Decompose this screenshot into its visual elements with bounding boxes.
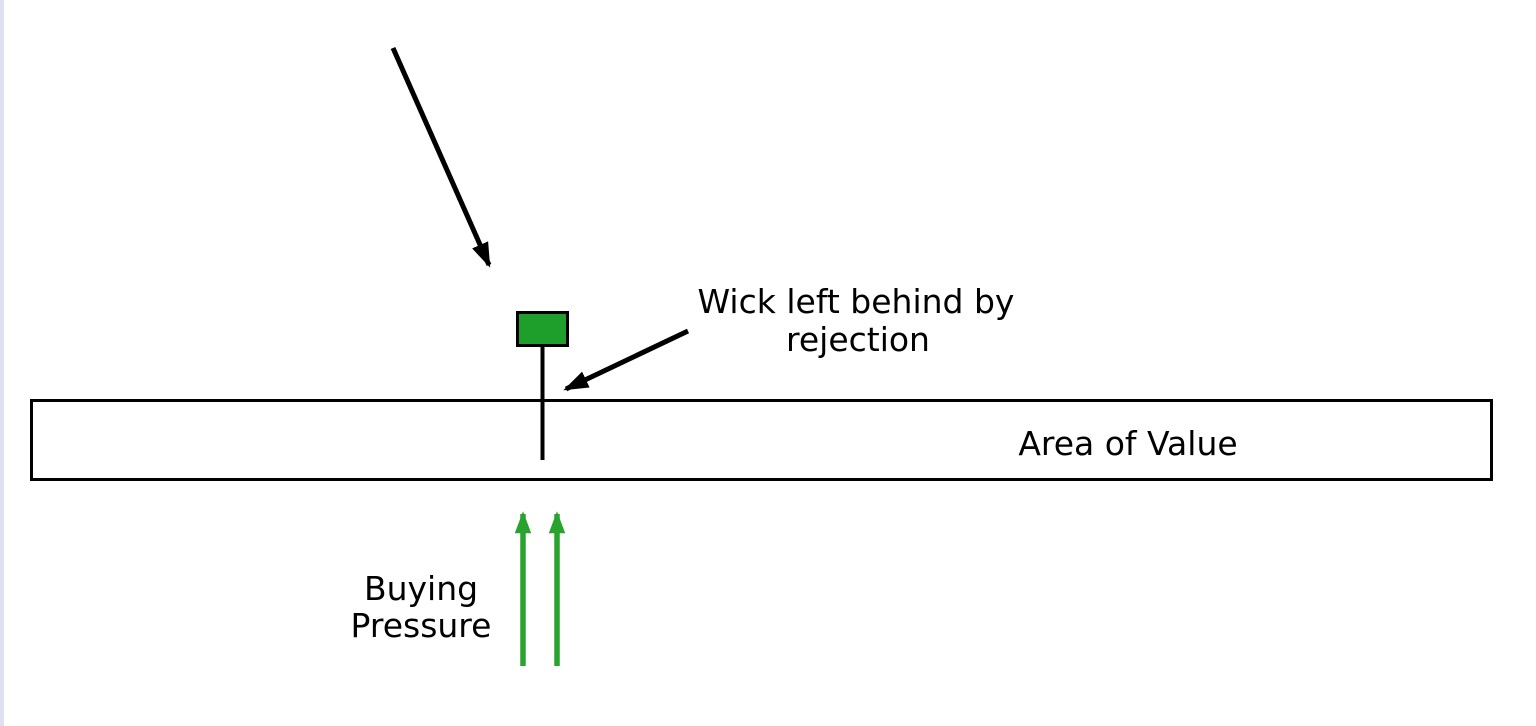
buying-pressure-line2: Pressure bbox=[351, 606, 492, 645]
wick-annotation-line1: Wick left behind by bbox=[698, 282, 1015, 321]
area-of-value-label: Area of Value bbox=[1018, 424, 1237, 463]
wick-pointer-arrow bbox=[563, 328, 690, 392]
price-drop-arrow bbox=[390, 46, 492, 268]
area-of-value-box bbox=[30, 399, 1493, 481]
wick-annotation-line2: rejection bbox=[786, 320, 930, 359]
candle-body bbox=[516, 311, 569, 347]
left-edge-stripe bbox=[0, 0, 4, 726]
buying-pressure-line1: Buying bbox=[364, 569, 478, 608]
